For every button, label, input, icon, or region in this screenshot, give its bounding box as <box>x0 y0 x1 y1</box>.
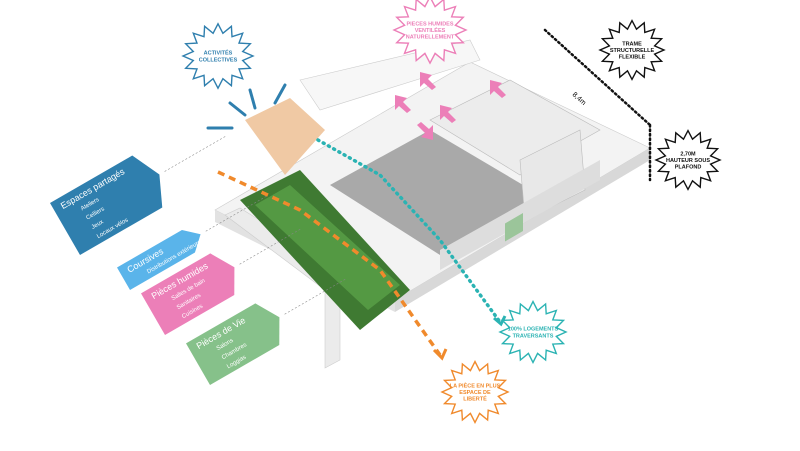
burst-text: ACTIVITÉS <box>204 49 233 57</box>
burst-text: VENTILÉES <box>415 26 446 34</box>
garden-plants <box>255 185 400 310</box>
burst-text: 2,70M <box>680 151 696 157</box>
burst-text: PIECES HUMIDES <box>406 21 453 27</box>
teal-arrowhead <box>493 315 507 327</box>
burst-text: HAUTEUR SOUS <box>666 158 710 164</box>
isometric-building <box>214 39 651 369</box>
burst-text: STRUCTURELLE <box>610 48 655 54</box>
leader-line <box>164 136 226 172</box>
burst-shape <box>654 129 722 191</box>
tag-shape <box>186 303 280 385</box>
terrace <box>245 98 325 175</box>
burst-text: TRAVERSANTS <box>513 333 554 339</box>
burst-shape <box>181 22 255 90</box>
burst-text: FLEXIBLE <box>619 55 646 61</box>
burst-text: TRAME <box>622 41 642 47</box>
burst-text: LA PIÈCE EN PLUS <box>450 381 501 389</box>
orange-flow-arrow <box>217 170 442 357</box>
burst-text: 100% LOGEMENTS <box>508 327 559 333</box>
burst-text: LIBERTÉ <box>463 395 487 403</box>
burst-text: PLAFOND <box>675 165 702 171</box>
burst-text: ESPACE DE <box>459 390 491 396</box>
burst-shape <box>598 19 666 81</box>
burst-shape <box>440 360 510 424</box>
burst-text: NATURELLEMENT <box>406 35 455 41</box>
tag-shape <box>141 253 235 335</box>
roof-edge <box>299 39 481 111</box>
activity-rays <box>206 83 287 130</box>
tag-shape <box>50 155 163 255</box>
teal-flow-arrow <box>316 138 502 324</box>
tag-shape <box>117 229 201 290</box>
ventilation-arrows <box>395 72 506 140</box>
burst-shape <box>498 300 568 364</box>
burst-shape <box>392 0 468 65</box>
burst-text: COLLECTIVES <box>199 57 238 63</box>
orange-arrowhead <box>432 348 448 361</box>
window <box>505 213 523 242</box>
tag-0: Espaces partagésAteliersCelliersJeuxLoca… <box>50 136 226 255</box>
tag-item: Jeux <box>91 219 105 231</box>
dimension-label: 8,4m <box>571 91 587 107</box>
